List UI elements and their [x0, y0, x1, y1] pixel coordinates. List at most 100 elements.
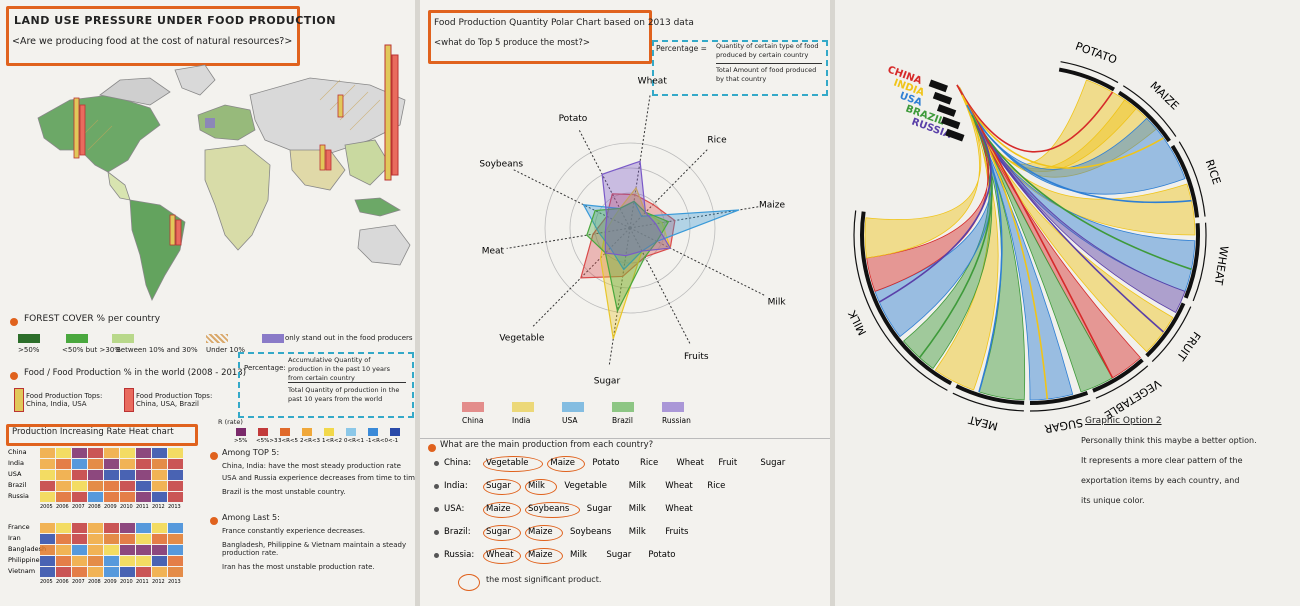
- chord-segment-arc: [1092, 358, 1144, 393]
- row-country: China:: [444, 458, 472, 468]
- chord-segment-outer: [1122, 85, 1177, 137]
- scale-swatch: [346, 428, 356, 436]
- legend-swatch: [612, 402, 634, 412]
- scale-label: 0<R<1: [344, 438, 365, 444]
- heat-cell: [120, 567, 135, 577]
- polar-axis: [629, 94, 651, 229]
- polar-axis-label: Fruits: [684, 352, 709, 362]
- heat-cell: [168, 492, 183, 502]
- formula-line: [716, 63, 822, 64]
- chord-thread: [961, 94, 1164, 169]
- oval-legend: [458, 574, 480, 591]
- scale-swatch: [368, 428, 378, 436]
- heat-cell: [40, 556, 55, 566]
- heat-year-label: 2008: [88, 504, 101, 510]
- chord-country-node: [945, 128, 965, 142]
- row-item: Vegetable: [564, 481, 607, 491]
- heat-year-label: 2012: [152, 579, 165, 585]
- row-country: Brazil:: [444, 527, 471, 537]
- scale-label: <-1: [388, 438, 399, 444]
- heat-year-label: 2011: [136, 579, 149, 585]
- scale-label: <5%>3: [256, 438, 278, 444]
- legend1-item: only stand out in the food producers: [285, 334, 413, 342]
- heat-cell: [152, 567, 167, 577]
- polar-series: [599, 186, 672, 339]
- heat-cell: [168, 556, 183, 566]
- row-bullet: [434, 507, 439, 512]
- note: China, India: have the most steady produ…: [222, 462, 401, 470]
- heat-cell: [88, 448, 103, 458]
- heat-year-label: 2005: [40, 579, 53, 585]
- caption-line: its unique color.: [1081, 496, 1145, 505]
- chord-diagram: POTATOMAIZERICEWHEATFRUITVEGETABLESUGARM…: [846, 40, 1231, 436]
- heat-row-label: Brazil: [8, 481, 27, 489]
- heat-cell: [88, 534, 103, 544]
- heat-cell: [136, 545, 151, 555]
- heat-cell: [104, 481, 119, 491]
- bullet: [210, 517, 218, 525]
- heat-cell: [88, 545, 103, 555]
- row-item: Sugar: [586, 504, 612, 514]
- chord-ribbon: [961, 94, 1114, 393]
- legend-swatch: [66, 334, 88, 343]
- chord-thread: [878, 124, 992, 303]
- heat-cell: [168, 481, 183, 491]
- heat-row-label: Iran: [8, 534, 21, 542]
- formula-denominator: Total Amount of food produced by that co…: [716, 66, 817, 83]
- heat-cell: [40, 481, 55, 491]
- polar-axis: [629, 227, 765, 296]
- footnote: the most significant product.: [486, 575, 602, 584]
- heat-cell: [40, 459, 55, 469]
- question: What are the main production from each c…: [440, 440, 654, 450]
- oval-highlight: [483, 456, 544, 472]
- legend2-item: Food Production Tops: China, India, USA: [26, 392, 103, 408]
- heat-cell: [40, 545, 55, 555]
- row-item: Sugar: [760, 458, 786, 468]
- heat-year-label: 2010: [120, 504, 133, 510]
- scale-swatch: [280, 428, 290, 436]
- chord-country-node: [936, 104, 957, 117]
- polar-axis-label: Sugar: [594, 376, 621, 386]
- heat-cell: [120, 448, 135, 458]
- heat-cell: [56, 492, 71, 502]
- heat-year-label: 2008: [88, 579, 101, 585]
- heat-cell: [136, 556, 151, 566]
- chord-ribbon: [956, 84, 1186, 195]
- heat-cell: [72, 492, 87, 502]
- bullet: [210, 452, 218, 460]
- heat-cell: [168, 523, 183, 533]
- legend-label: Brazil: [612, 416, 633, 425]
- legend1-title: FOREST COVER % per country: [24, 314, 161, 324]
- heat-row-label: China: [8, 448, 27, 456]
- row-item: Milk: [570, 550, 587, 560]
- chord-segment-outer: [1151, 306, 1192, 363]
- row-item: Potato: [648, 550, 676, 560]
- heat-cell: [152, 481, 167, 491]
- chord-segment-outer: [1060, 61, 1119, 84]
- legend1-item: >50%: [18, 346, 40, 354]
- chord-segment-arc: [1145, 302, 1186, 358]
- heat-cell: [88, 556, 103, 566]
- row-item: Rice: [640, 458, 659, 468]
- legend-swatch: [18, 334, 40, 343]
- chord-ribbon: [866, 114, 990, 292]
- formula-numerator: Quantity of certain type of food produce…: [716, 42, 819, 59]
- chord-segment-label: WHEAT: [1212, 245, 1231, 286]
- polar-axis-label: Maize: [759, 200, 786, 210]
- row-item: Potato: [592, 458, 620, 468]
- row-item: Fruits: [665, 527, 689, 537]
- polar-axis-label: Soybeans: [479, 160, 523, 170]
- heat-year-label: 2010: [120, 579, 133, 585]
- row-item: Sugar: [606, 550, 632, 560]
- heat-cell: [40, 534, 55, 544]
- heat-row-label: Philippine: [8, 556, 40, 564]
- heat-cell: [56, 556, 71, 566]
- chord-thread: [956, 84, 1114, 153]
- heat-row-label: Bangladesh: [8, 545, 47, 553]
- legend-label: India: [512, 416, 531, 425]
- heat-row-label: Russia: [8, 492, 29, 500]
- heat-cell: [152, 556, 167, 566]
- legend2-item: Food Production Tops: China, USA, Brazil: [136, 392, 213, 408]
- heat-cell: [40, 567, 55, 577]
- sheet-land-use: LAND USE PRESSURE UNDER FOOD PRODUCTION …: [0, 0, 415, 606]
